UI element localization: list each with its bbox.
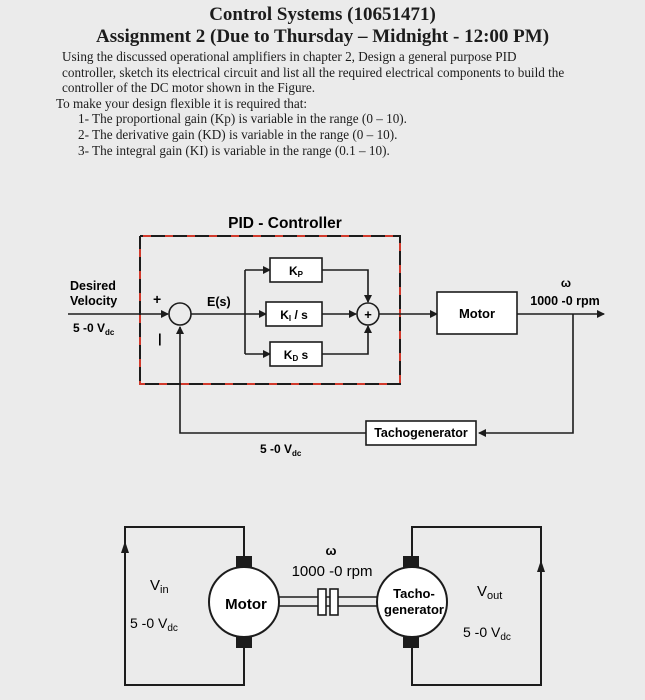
omega-symbol-schematic: ω <box>326 543 337 558</box>
vout-label: Vout <box>477 583 502 602</box>
kd-block <box>269 341 323 367</box>
plus-sign: + <box>153 291 161 307</box>
pid-controller-label: PID - Controller <box>228 215 342 232</box>
error-summing-junction <box>168 302 192 326</box>
kp-block-label: KP <box>289 264 304 279</box>
tacho-label-line2: generator <box>384 602 444 617</box>
vin-arrow-icon <box>121 541 129 553</box>
motor-block-label: Motor <box>459 306 495 321</box>
kd-block-label: KD s <box>284 348 309 363</box>
assignment-text: Using the discussed operational amplifie… <box>56 49 622 158</box>
minus-sign: | <box>158 331 162 346</box>
vin-range-label: 5 -0 Vdc <box>130 615 178 634</box>
vout-range-label: 5 -0 Vdc <box>463 624 511 643</box>
vout-arrow-icon <box>537 560 545 572</box>
tachogenerator-block <box>365 420 477 446</box>
feedback-return-line <box>176 326 366 434</box>
vin-label: Vin <box>150 577 169 596</box>
flex-intro: To make your design flexible it is requi… <box>56 95 308 111</box>
tacho-output-wire-bottom <box>411 600 542 686</box>
assignment-title: Assignment 2 (Due to Thursday – Midnight… <box>95 26 550 47</box>
course-title: Control Systems (10651471) <box>209 4 436 25</box>
motor-supply-wire-top <box>124 526 245 600</box>
motor-block <box>436 291 518 335</box>
output-range-label: 1000 -0 rpm <box>530 294 599 308</box>
intro-line: Using the discussed operational amplifie… <box>62 49 517 64</box>
sum-sign: + <box>364 307 372 322</box>
kp-output-line <box>322 269 372 303</box>
error-label: E(s) <box>207 295 231 309</box>
motor-circle <box>208 566 280 638</box>
input-range-label: 5 -0 Vdc <box>73 321 115 337</box>
velocity-label: Velocity <box>70 294 117 308</box>
tachogenerator-circle <box>376 566 448 638</box>
desired-label: Desired <box>70 279 116 293</box>
requirement-item: 3- The integral gain (KI) is variable in… <box>78 142 390 158</box>
requirement-item: 1- The proportional gain (Kp) is variabl… <box>78 111 407 127</box>
intro-line: controller of the DC motor shown in the … <box>62 80 316 96</box>
feedback-range-label: 5 -0 Vdc <box>260 442 302 458</box>
speed-range-label: 1000 -0 rpm <box>292 563 373 580</box>
coupling-right <box>329 588 339 616</box>
intro-line: controller, sketch its electrical circui… <box>62 64 565 80</box>
requirement-item: 2- The derivative gain (KD) is variable … <box>78 126 398 142</box>
motor-supply-wire-bottom <box>124 600 245 686</box>
motor-label: Motor <box>225 596 267 613</box>
kd-output-line <box>322 325 372 355</box>
ki-block-label: KI / s <box>280 308 308 323</box>
tacho-label-line1: Tacho- <box>393 586 435 601</box>
tachogenerator-label: Tachogenerator <box>374 426 468 440</box>
coupling-left <box>317 588 327 616</box>
feedback-line <box>478 314 574 437</box>
omega-symbol: ω <box>561 276 571 290</box>
pid-controller-boundary <box>139 235 401 385</box>
